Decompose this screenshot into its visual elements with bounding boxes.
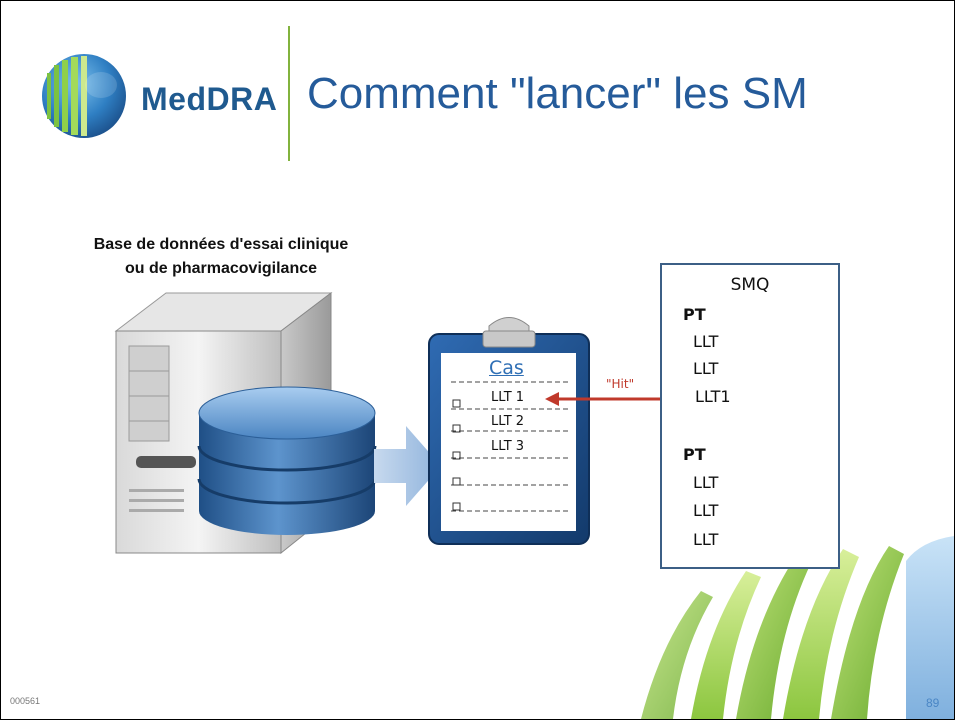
decorative-swoosh	[641, 536, 954, 719]
smq-llt-label: LLT	[693, 501, 719, 520]
database-caption: Base de données d'essai clinique ou de p…	[61, 233, 381, 281]
smq-llt-label: LLT	[693, 473, 719, 492]
smq-llt-label: LLT	[693, 359, 719, 378]
database-caption-line1: Base de données d'essai clinique	[93, 236, 349, 253]
clipboard-icon	[428, 317, 590, 545]
meddra-logo-icon	[39, 51, 129, 141]
smq-pt-label: PT	[683, 445, 706, 464]
case-llt-row: LLT 2	[491, 414, 525, 429]
smq-title: SMQ	[730, 275, 770, 295]
smq-pt-label: PT	[683, 305, 706, 324]
smq-llt-hit-label: LLT1	[695, 387, 731, 406]
case-title: Cas	[489, 357, 524, 379]
case-llt-row: LLT 3	[491, 439, 525, 454]
title-divider	[288, 26, 290, 161]
database-caption-line2: ou de pharmacovigilance	[124, 260, 318, 277]
hit-label: "Hit"	[606, 377, 635, 391]
slide-title: Comment "lancer" les SM	[307, 69, 808, 118]
logo-text: MedDRA	[141, 81, 278, 117]
transfer-arrow-icon	[374, 426, 441, 506]
smq-llt-label: LLT	[693, 530, 719, 549]
case-llt-row: LLT 1	[491, 390, 525, 405]
smq-box: SMQ PT LLT LLT LLT1 PT LLT LLT LLT	[660, 263, 840, 569]
smq-llt-label: LLT	[693, 332, 719, 351]
database-icon	[197, 386, 377, 535]
footer-code: 000561	[10, 696, 41, 706]
page-number: 89	[926, 696, 940, 710]
